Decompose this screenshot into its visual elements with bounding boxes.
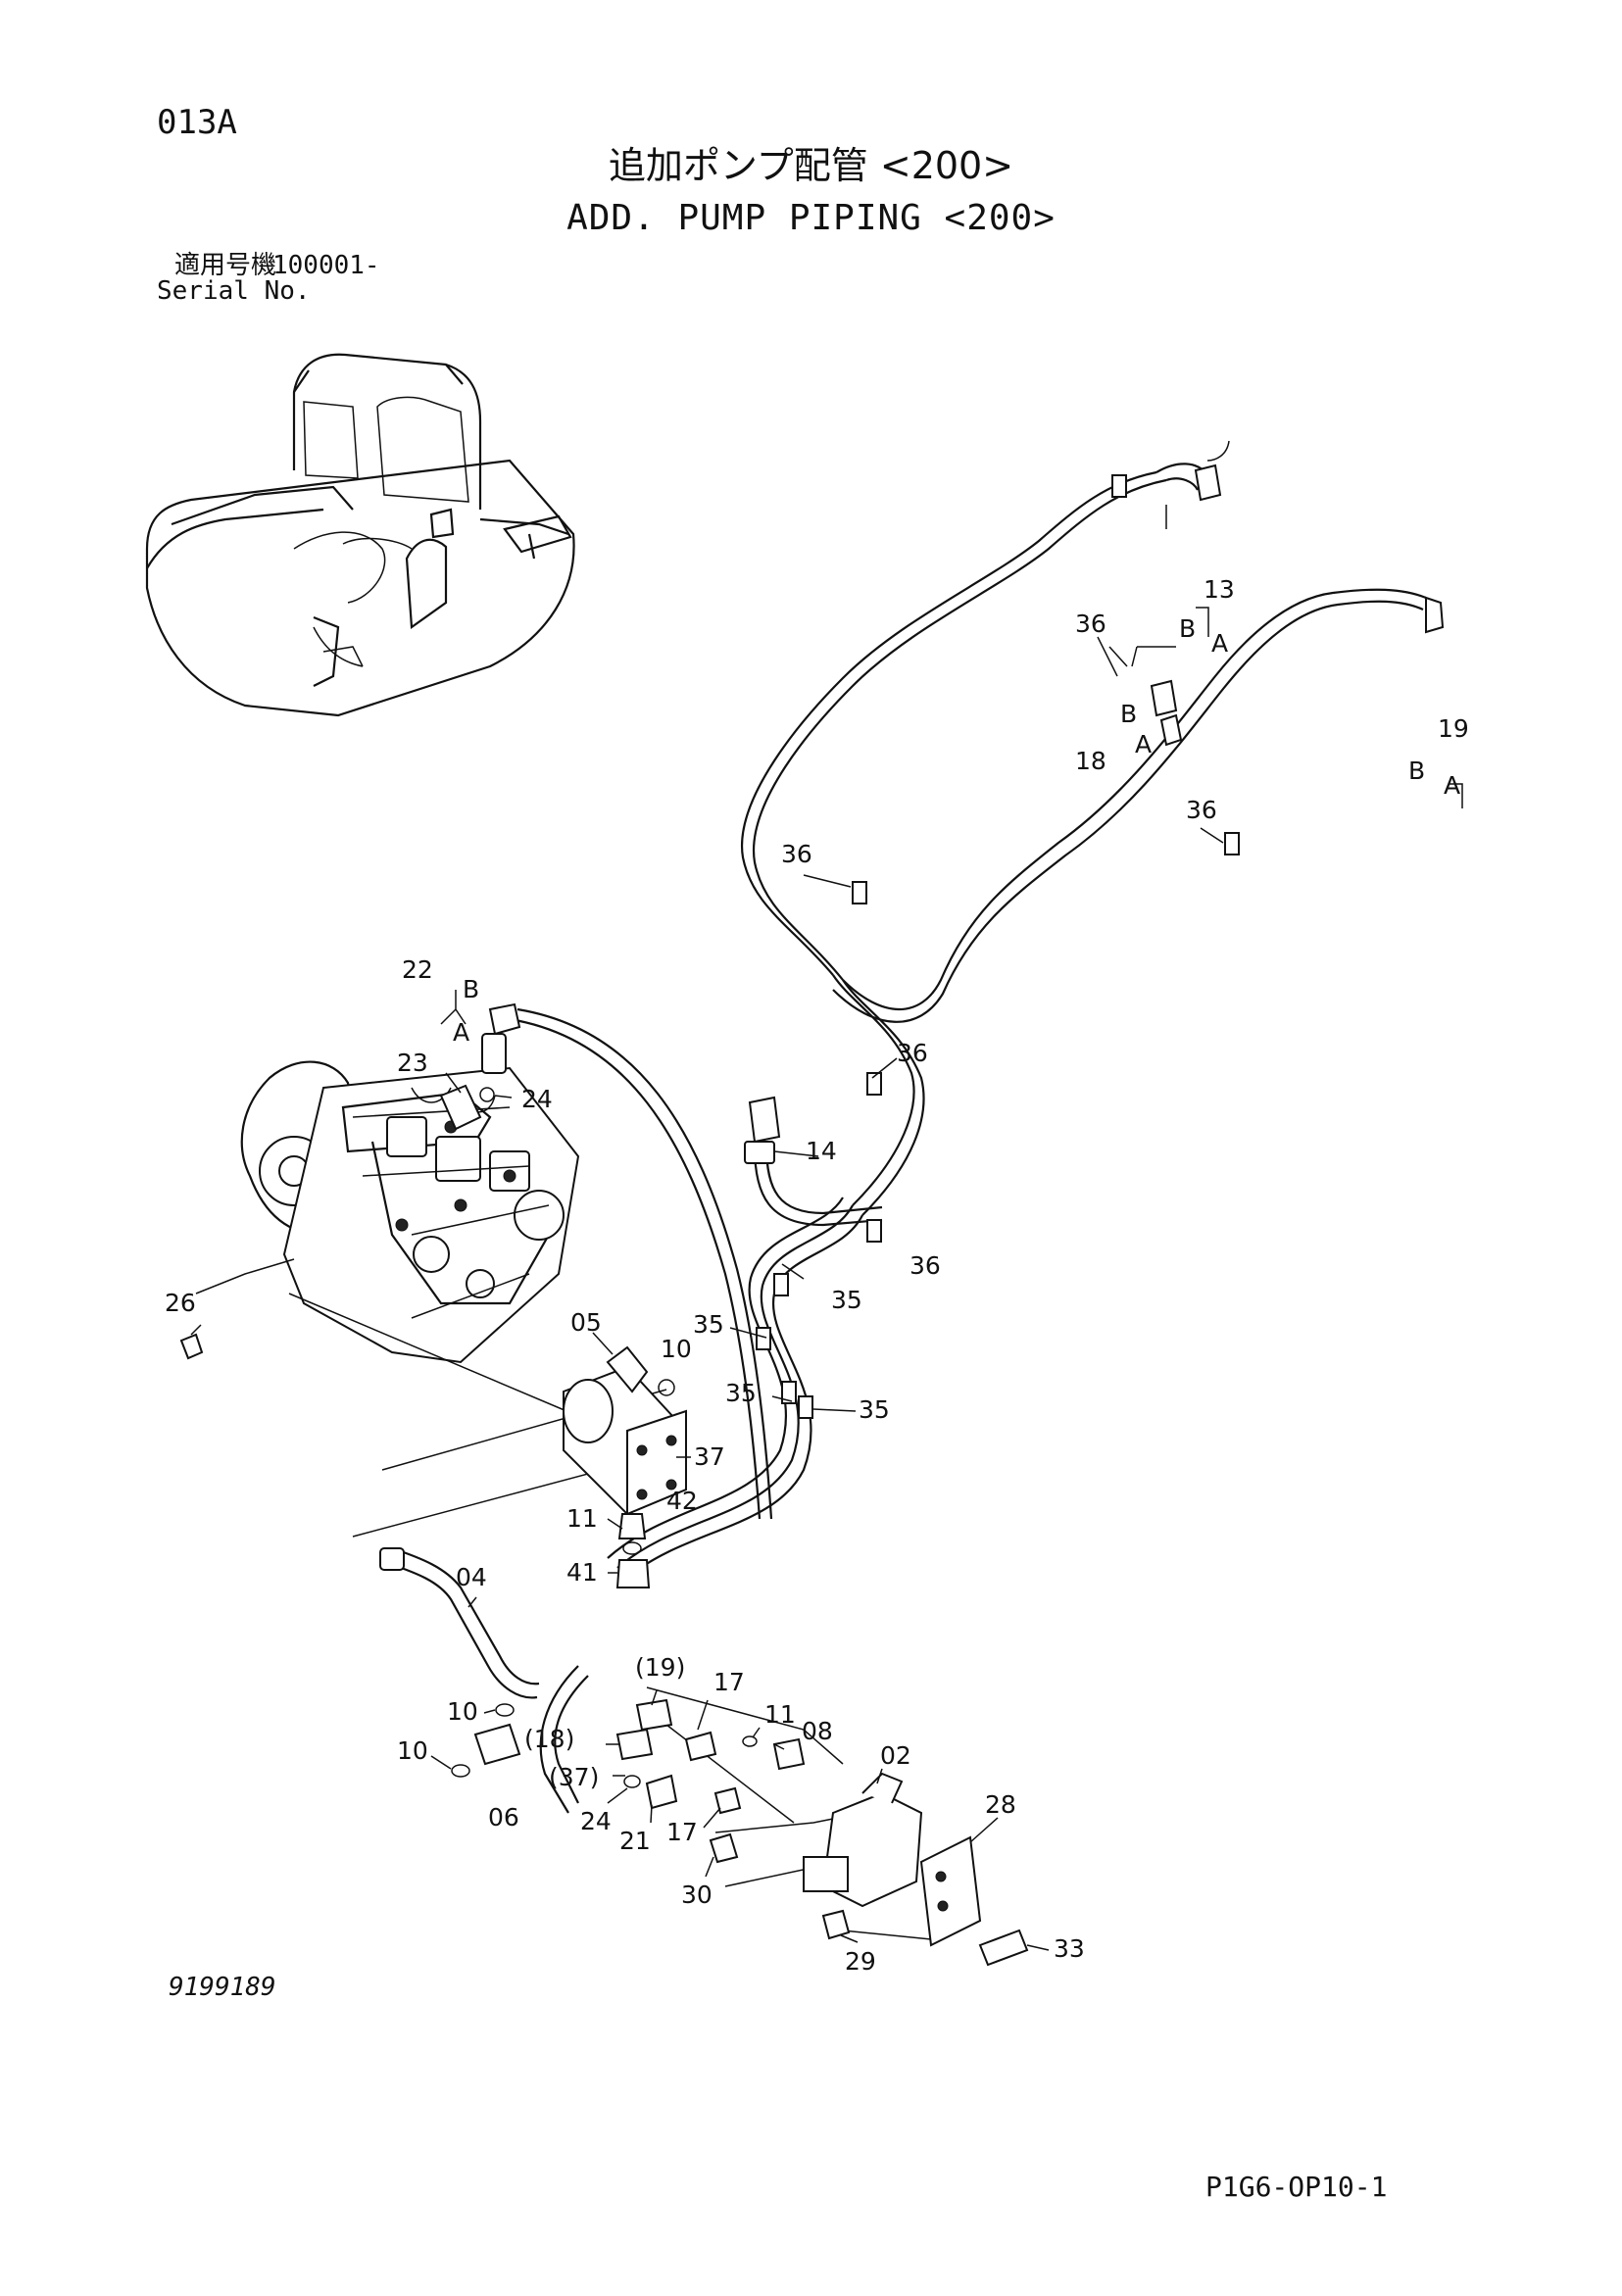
callout-37: 37: [694, 1442, 725, 1471]
serial-label-english: Serial No.: [157, 276, 311, 306]
drawing-number: 9199189: [169, 1973, 276, 2002]
component-parts: [179, 464, 1445, 1967]
callout-13: 13: [1204, 575, 1235, 604]
hydraulic-pump: [195, 1060, 580, 1364]
callout-08: 08: [802, 1717, 833, 1745]
callout-11-upper: 11: [566, 1504, 598, 1533]
callout-22: 22: [402, 955, 433, 984]
callout-19-a: A: [1444, 771, 1460, 800]
callout-22-a: A: [453, 1018, 469, 1047]
callout-41: 41: [566, 1558, 598, 1587]
callout-37-ref: (37): [549, 1763, 599, 1791]
callout-36-top: 36: [1075, 610, 1106, 638]
callout-36-mid: 36: [897, 1039, 928, 1067]
excavator-overview: [145, 353, 575, 717]
callout-18-ref: (18): [524, 1725, 574, 1753]
callout-36-right: 36: [1186, 796, 1217, 824]
callout-26: 26: [165, 1289, 196, 1317]
callout-23: 23: [397, 1049, 428, 1077]
callout-14: 14: [806, 1137, 837, 1165]
callout-18-b: B: [1120, 700, 1137, 728]
serial-value: 100001-: [272, 251, 380, 280]
callout-18-a: A: [1135, 730, 1152, 758]
callout-42: 42: [666, 1487, 698, 1515]
callout-13-a: A: [1211, 629, 1228, 658]
callout-21: 21: [619, 1827, 651, 1855]
sheet-number: P1G6-OP10-1: [1205, 2171, 1388, 2203]
title-english: ADD. PUMP PIPING <200>: [566, 198, 1056, 238]
callout-17-lower: 17: [666, 1818, 698, 1846]
hose-routing: [288, 463, 1427, 1941]
callout-10-mid: 10: [447, 1697, 478, 1726]
callout-28: 28: [985, 1790, 1016, 1819]
callout-35-c: 35: [725, 1379, 757, 1407]
callout-24-upper: 24: [521, 1085, 553, 1113]
callout-04: 04: [456, 1563, 487, 1591]
callout-29: 29: [845, 1947, 876, 1976]
page-id: 013A: [157, 103, 237, 142]
callout-33: 33: [1054, 1934, 1085, 1963]
callout-22-b: B: [463, 975, 479, 1003]
callout-18: 18: [1075, 747, 1106, 775]
callout-17-upper: 17: [713, 1668, 745, 1696]
callout-24-lower: 24: [580, 1807, 612, 1835]
callout-leaders: [190, 440, 1463, 1951]
callout-05: 05: [570, 1308, 602, 1337]
callout-36-low: 36: [909, 1251, 941, 1280]
callout-36-left: 36: [781, 840, 812, 868]
callout-19: 19: [1438, 714, 1469, 743]
callout-35-d: 35: [859, 1395, 890, 1424]
callout-labels: 13 B A B A 18 19 B A 36 36 36 36 36 22 B…: [165, 575, 1469, 1976]
callout-35-a: 35: [693, 1310, 724, 1339]
callout-19-ref: (19): [635, 1653, 685, 1682]
callout-11-lower: 11: [764, 1700, 796, 1729]
callout-10-upper: 10: [661, 1335, 692, 1363]
callout-13-b: B: [1179, 614, 1196, 643]
serial-label-japanese: 適用号機: [174, 251, 277, 280]
callout-10-lower: 10: [397, 1736, 428, 1765]
callout-02: 02: [880, 1741, 911, 1770]
callout-30: 30: [681, 1881, 713, 1909]
title-japanese: 追加ポンプ配管 <200>: [608, 144, 1014, 187]
callout-06: 06: [488, 1803, 519, 1832]
callout-35-b: 35: [831, 1286, 862, 1314]
callout-19-b: B: [1408, 757, 1425, 785]
